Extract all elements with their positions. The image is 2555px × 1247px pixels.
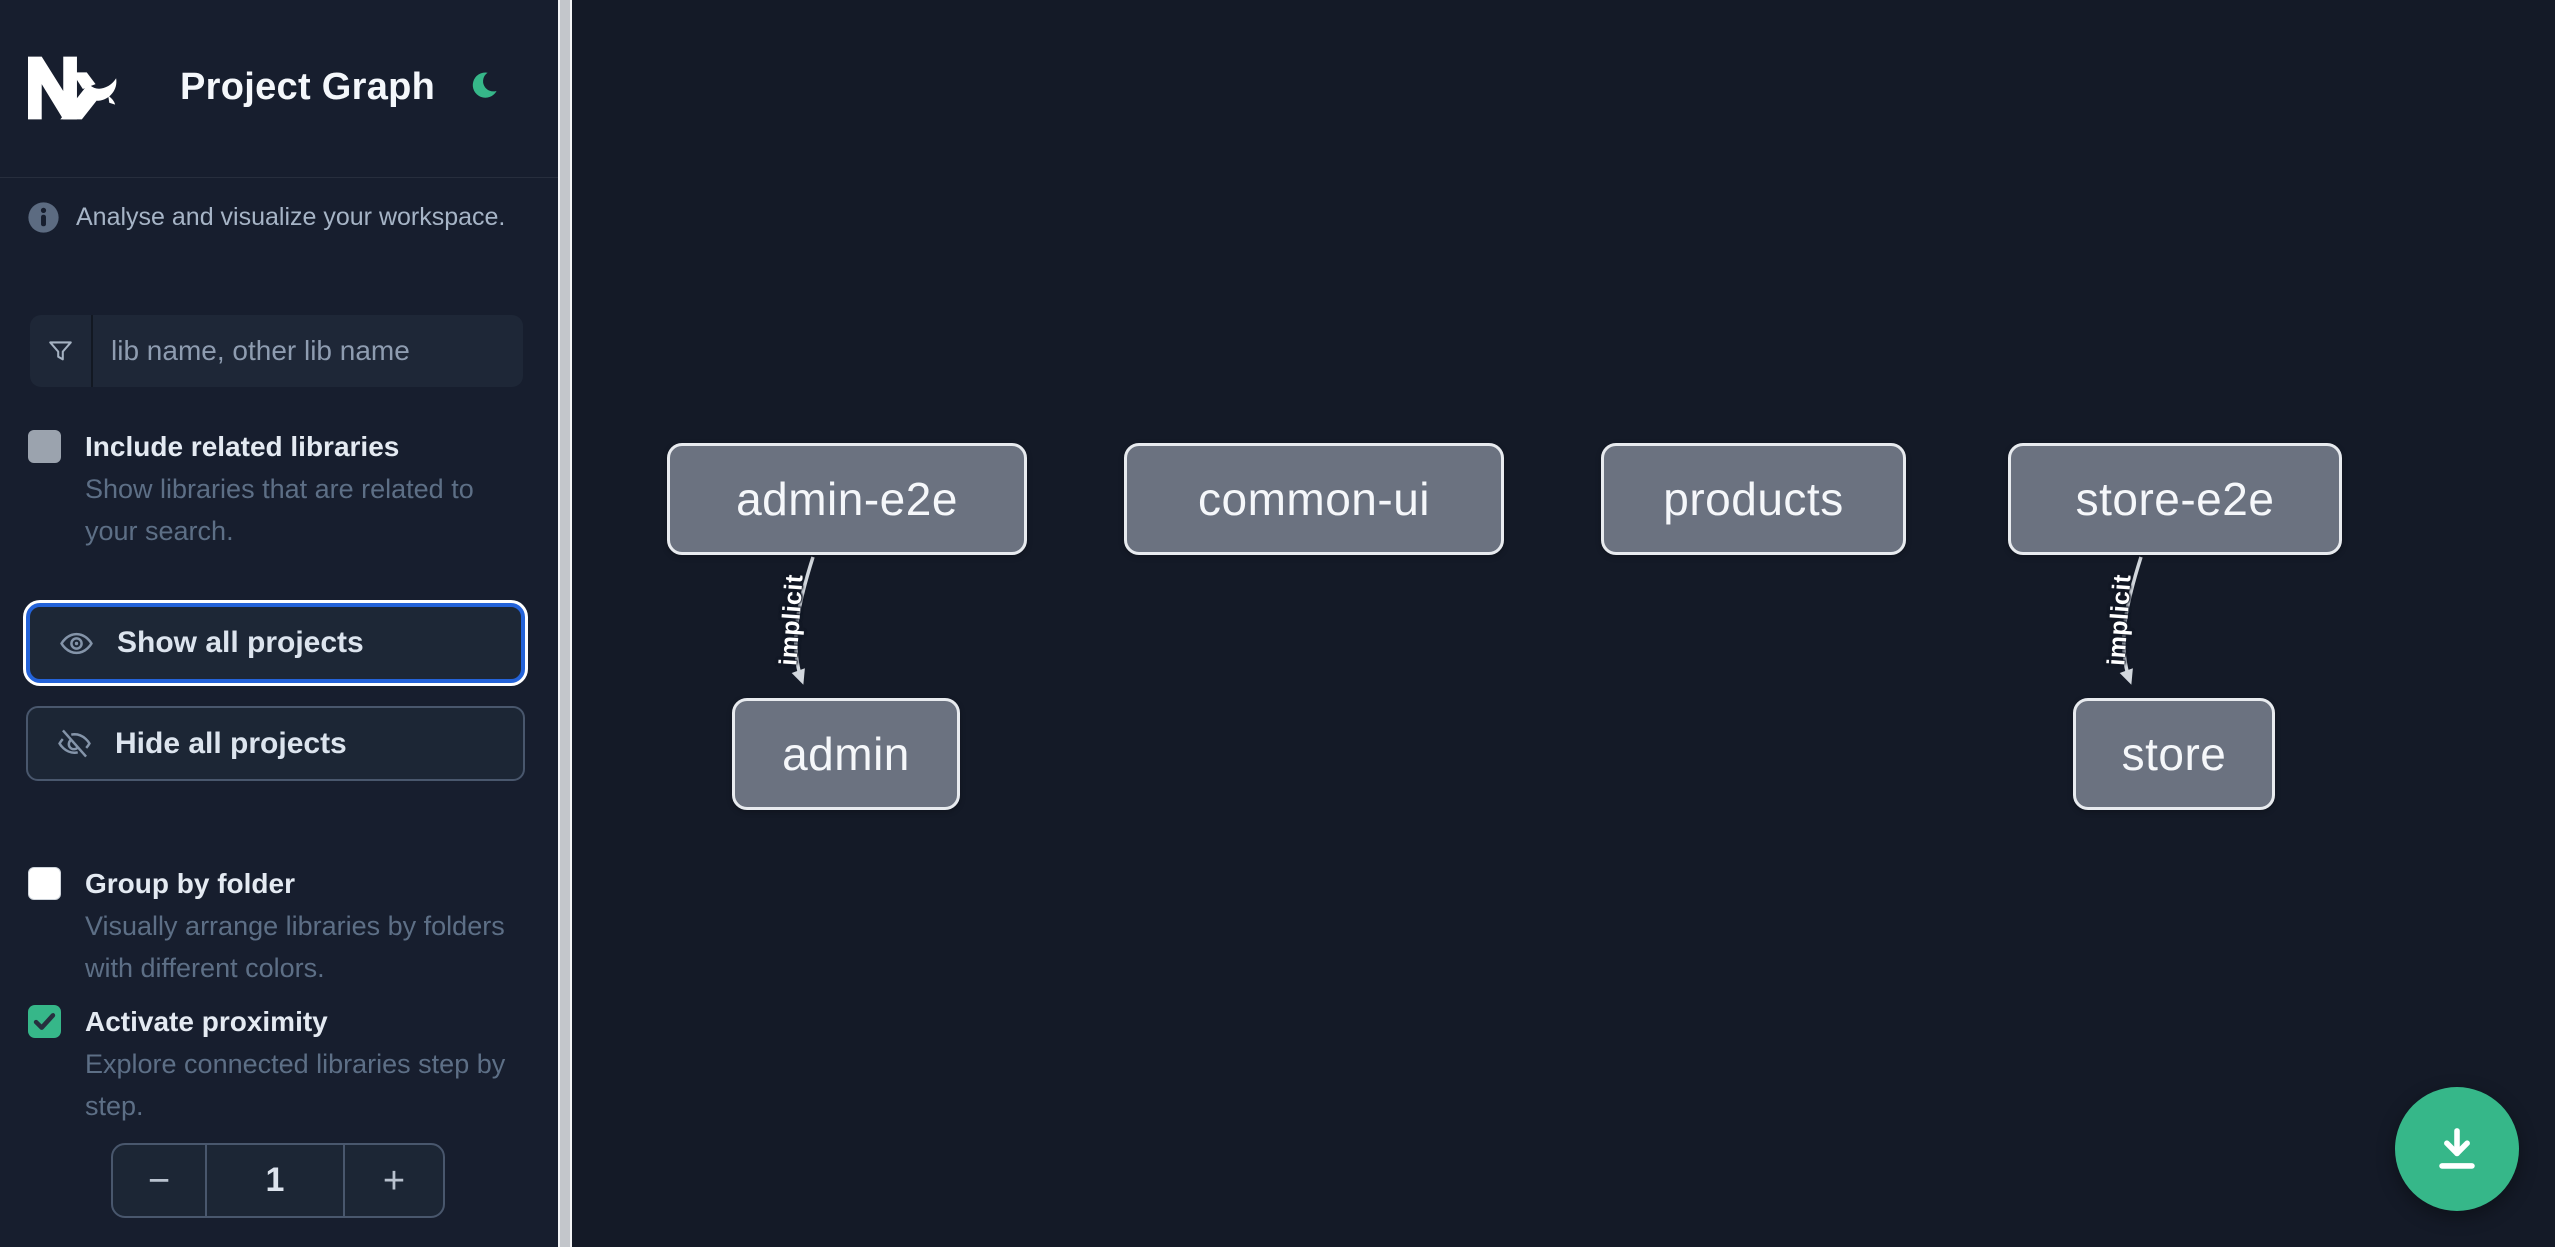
app-header: Project Graph	[0, 0, 558, 178]
graph-edge-store-e2e-store	[2119, 556, 2143, 685]
info-icon	[28, 202, 59, 233]
stepper-value: 1	[265, 1161, 285, 1199]
graph-node-store[interactable]: store	[2073, 698, 2275, 810]
graph-edge-admin-e2e-admin	[791, 556, 815, 685]
eye-off-icon	[58, 729, 91, 758]
sidebar-scrollbar[interactable]	[558, 0, 572, 1247]
group-by-folder-checkbox[interactable]	[28, 867, 61, 900]
hide-all-projects-label: Hide all projects	[115, 726, 347, 760]
show-all-projects-button[interactable]: Show all projects	[26, 603, 525, 683]
sidebar: Project Graph Analyse and visualize your…	[0, 0, 558, 1247]
group-by-folder-row: Group by folder Visually arrange librari…	[85, 869, 530, 989]
moon-icon	[472, 72, 497, 98]
include-related-checkbox[interactable]	[28, 430, 61, 463]
graph-node-common-ui[interactable]: common-ui	[1124, 443, 1504, 555]
include-related-label[interactable]: Include related libraries	[85, 431, 400, 462]
show-all-projects-label: Show all projects	[117, 626, 364, 659]
page-title: Project Graph	[180, 66, 436, 108]
activate-proximity-label[interactable]: Activate proximity	[85, 1006, 328, 1037]
group-by-folder-description: Visually arrange libraries by folders wi…	[85, 911, 505, 983]
stepper-decrement-button[interactable]: −	[113, 1145, 207, 1216]
include-related-description: Show libraries that are related to your …	[85, 474, 474, 546]
search-input[interactable]	[93, 315, 523, 387]
eye-icon	[60, 632, 93, 654]
proximity-stepper: − 1 +	[111, 1143, 445, 1218]
filter-icon	[30, 315, 93, 387]
hide-all-projects-button[interactable]: Hide all projects	[26, 706, 525, 781]
graph-node-admin-e2e[interactable]: admin-e2e	[667, 443, 1027, 555]
save-image-button[interactable]	[2395, 1087, 2519, 1211]
group-by-folder-label[interactable]: Group by folder	[85, 868, 295, 899]
graph-node-admin[interactable]: admin	[732, 698, 960, 810]
workspace-info-text: Analyse and visualize your workspace.	[76, 203, 506, 231]
theme-toggle-button[interactable]	[466, 66, 506, 106]
graph-node-store-e2e[interactable]: store-e2e	[2008, 443, 2342, 555]
activate-proximity-description: Explore connected libraries step by step…	[85, 1049, 506, 1121]
download-icon	[2439, 1128, 2475, 1169]
stepper-increment-button[interactable]: +	[343, 1145, 443, 1216]
workspace-info: Analyse and visualize your workspace.	[27, 201, 505, 234]
activate-proximity-row: Activate proximity Explore connected lib…	[85, 1007, 530, 1127]
activate-proximity-checkbox[interactable]	[28, 1005, 61, 1038]
check-icon	[33, 1013, 56, 1030]
nx-logo	[28, 56, 117, 120]
include-related-row: Include related libraries Show libraries…	[85, 432, 530, 552]
graph-node-products[interactable]: products	[1601, 443, 1906, 555]
sidebar-scrollbar-thumb[interactable]	[560, 0, 570, 1247]
search-box	[30, 315, 523, 387]
